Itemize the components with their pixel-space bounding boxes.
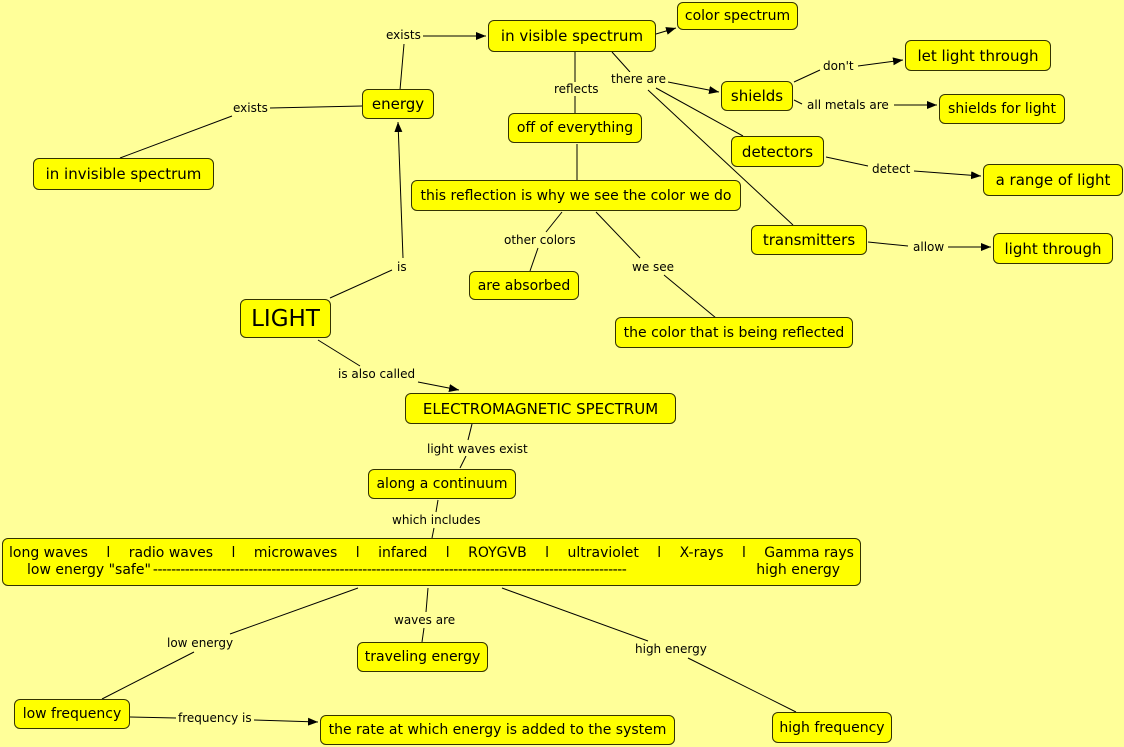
link-label-other-colors: other colors (502, 233, 578, 247)
link-reflection-othercolors (545, 211, 563, 233)
spectrum-wave-types: long waves l radio waves l microwaves l … (9, 545, 854, 562)
node-shields[interactable]: shields (721, 81, 793, 111)
link-continuum-includes (435, 499, 439, 513)
spectrum-separator: l (657, 545, 662, 561)
link-transmitters-allow (867, 241, 909, 247)
link-wavesare-traveling (421, 627, 425, 643)
link-energy-exists2 (399, 43, 405, 91)
link-label-light-waves-exist: light waves exist (425, 442, 530, 456)
spectrum-item: Gamma rays (764, 545, 854, 561)
link-label-is: is (395, 260, 409, 274)
node-visible-spectrum[interactable]: in visible spectrum (488, 20, 656, 52)
spectrum-item: ultraviolet (567, 545, 639, 561)
node-are-absorbed[interactable]: are absorbed (469, 271, 579, 300)
link-label-we-see: we see (630, 260, 677, 274)
link-wavesexist-continuum (459, 455, 467, 469)
link-label-allow: allow (911, 240, 947, 254)
spectrum-item: long waves (9, 545, 88, 561)
link-label-frequency-is: frequency is (176, 711, 254, 725)
node-light-through[interactable]: light through (993, 233, 1113, 264)
spectrum-item: microwaves (253, 545, 338, 561)
spectrum-energy-scale: low energy "safe" ----------------------… (9, 562, 854, 579)
link-label-exists-visible: exists (384, 28, 423, 42)
link-label-reflects: reflects (552, 82, 601, 96)
spectrum-dash-line: ----------------------------------------… (152, 562, 627, 578)
spectrum-separator: l (231, 545, 236, 561)
node-low-frequency[interactable]: low frequency (14, 699, 130, 729)
link-spectrum-highenergy (501, 587, 649, 642)
link-shields-allmetals (793, 99, 803, 105)
link-light-is (329, 269, 393, 299)
link-label-there-are: there are (609, 72, 668, 86)
link-alsocalled-em (417, 381, 460, 393)
link-label-high-energy: high energy (633, 642, 709, 656)
link-label-exists-invisible: exists (231, 101, 270, 115)
link-shields-dont (793, 69, 821, 83)
link-exists-invisible (119, 115, 233, 159)
link-label-all-metals-are: all metals are (805, 98, 891, 112)
link-thereare-detectors (655, 87, 744, 137)
node-energy[interactable]: energy (362, 89, 434, 119)
link-othercolors-absorbed (529, 247, 539, 272)
link-thereare-shields (667, 81, 720, 95)
link-energy-exists (269, 105, 363, 109)
link-wesee-colorreflected (663, 274, 717, 319)
link-visible-colorspectrum (655, 27, 677, 35)
link-freqis-rate (253, 717, 319, 726)
link-lowenergy-lowfreq (101, 651, 195, 700)
node-detectors[interactable]: detectors (731, 136, 824, 167)
link-label-dont: don't (821, 59, 856, 73)
spectrum-separator: l (545, 545, 550, 561)
node-shields-for-light[interactable]: shields for light (939, 94, 1065, 124)
link-label-which-includes: which includes (390, 513, 483, 527)
node-spectrum-list[interactable]: long waves l radio waves l microwaves l … (2, 538, 861, 586)
link-detect-range (913, 170, 982, 180)
link-spectrum-wavesare (425, 587, 429, 613)
node-light[interactable]: LIGHT (240, 299, 331, 338)
spectrum-separator: l (445, 545, 450, 561)
spectrum-item: radio waves (128, 545, 214, 561)
node-rate-energy[interactable]: the rate at which energy is added to the… (320, 715, 675, 745)
node-transmitters[interactable]: transmitters (751, 225, 867, 255)
node-range-of-light[interactable]: a range of light (983, 164, 1123, 196)
link-is-energy (394, 121, 404, 259)
link-label-low-energy: low energy (165, 636, 236, 650)
spectrum-separator: l (355, 545, 360, 561)
link-thereare-transmitters (647, 89, 794, 226)
link-label-detect: detect (870, 162, 913, 176)
link-detectors-detect (825, 156, 869, 167)
spectrum-item: X-rays (679, 545, 724, 561)
spectrum-separator: l (741, 545, 746, 561)
link-visible-thereare (611, 51, 631, 73)
node-traveling-energy[interactable]: traveling energy (357, 642, 488, 672)
link-reflection-wesee (595, 211, 641, 259)
link-dont-letlight (857, 57, 904, 67)
spectrum-separator: l (106, 545, 111, 561)
link-light-alsocalled (317, 339, 361, 367)
node-off-of-everything[interactable]: off of everything (508, 113, 642, 143)
node-invisible-spectrum[interactable]: in invisible spectrum (33, 158, 214, 190)
node-color-spectrum[interactable]: color spectrum (677, 2, 798, 30)
node-em-spectrum[interactable]: ELECTROMAGNETIC SPECTRUM (405, 393, 676, 424)
spectrum-item: ROYGVB (468, 545, 527, 561)
spectrum-high-label: high energy (756, 562, 840, 578)
link-label-waves-are: waves are (392, 613, 458, 627)
spectrum-item: infared (378, 545, 428, 561)
link-includes-spectrum (431, 527, 435, 539)
node-reflection-why[interactable]: this reflection is why we see the color … (411, 180, 741, 211)
link-spectrum-lowenergy (229, 587, 359, 635)
link-em-wavesexist (467, 423, 473, 441)
node-let-light-through[interactable]: let light through (905, 40, 1051, 71)
link-lowfreq-freqis (129, 716, 177, 719)
link-label-is-also-called: is also called (336, 367, 418, 381)
link-highenergy-highfreq (687, 657, 797, 713)
node-color-reflected[interactable]: the color that is being reflected (615, 317, 853, 348)
node-along-continuum[interactable]: along a continuum (368, 469, 516, 499)
spectrum-low-label: low energy "safe" (27, 562, 151, 578)
node-high-frequency[interactable]: high frequency (772, 712, 892, 743)
